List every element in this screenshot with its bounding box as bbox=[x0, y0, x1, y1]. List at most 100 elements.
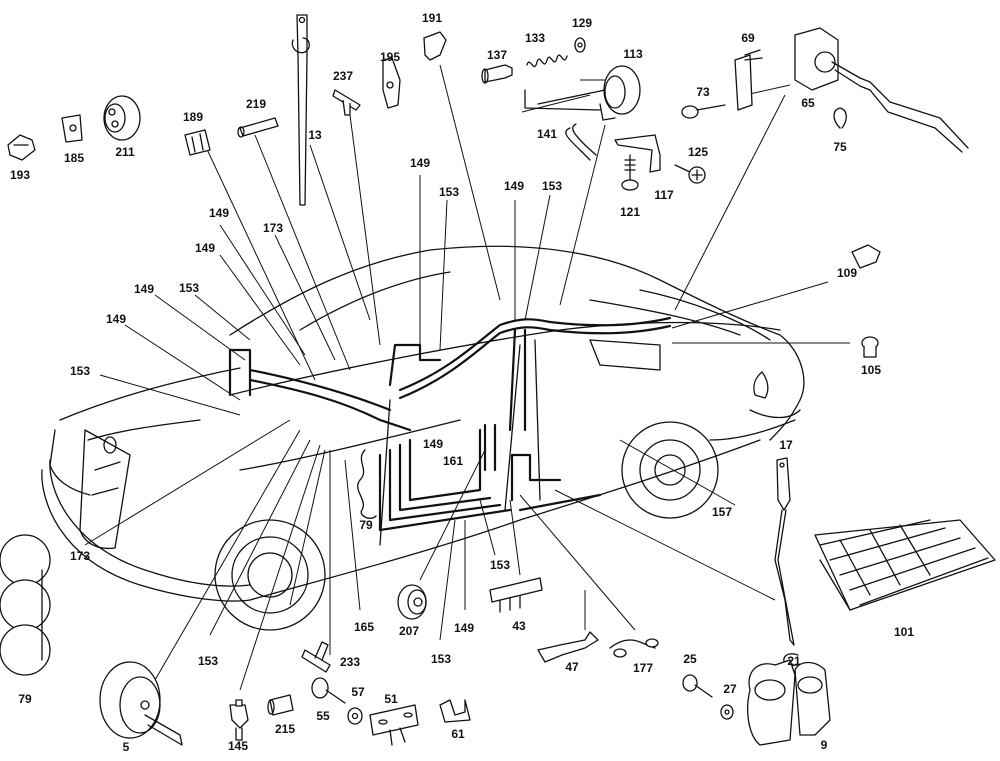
callout-69[interactable]: 69 bbox=[741, 31, 755, 45]
part-113[interactable] bbox=[524, 65, 641, 121]
part-125[interactable] bbox=[674, 164, 706, 184]
callout-25[interactable]: 25 bbox=[683, 652, 697, 666]
part-109[interactable] bbox=[851, 244, 881, 269]
callout-149-a[interactable]: 149 bbox=[105, 312, 127, 326]
callout-185[interactable]: 185 bbox=[63, 151, 85, 165]
part-207[interactable] bbox=[397, 584, 427, 620]
callout-153-d[interactable]: 149 bbox=[503, 179, 525, 193]
callout-109[interactable]: 109 bbox=[836, 266, 858, 280]
part-43[interactable] bbox=[489, 577, 543, 613]
part-79-b[interactable] bbox=[357, 449, 377, 519]
callout-79-b[interactable]: 79 bbox=[359, 518, 373, 532]
callout-9[interactable]: 9 bbox=[820, 738, 828, 752]
part-13[interactable] bbox=[291, 14, 310, 206]
callout-149-c[interactable]: 149 bbox=[194, 241, 216, 255]
callout-79-a[interactable]: 79 bbox=[18, 692, 32, 706]
callout-195[interactable]: 195 bbox=[379, 50, 401, 64]
callout-141[interactable]: 141 bbox=[536, 127, 558, 141]
part-57[interactable] bbox=[347, 707, 363, 725]
part-191[interactable] bbox=[423, 31, 447, 61]
callout-55[interactable]: 55 bbox=[316, 709, 330, 723]
callout-157[interactable]: 157 bbox=[711, 505, 733, 519]
part-215[interactable] bbox=[267, 694, 294, 716]
callout-57[interactable]: 57 bbox=[351, 685, 365, 699]
part-9[interactable] bbox=[747, 659, 831, 746]
callout-21[interactable]: 21 bbox=[787, 654, 801, 668]
callout-149-e[interactable]: 153 bbox=[438, 185, 460, 199]
part-129[interactable] bbox=[574, 37, 586, 53]
part-105[interactable] bbox=[861, 336, 879, 358]
part-75[interactable] bbox=[833, 107, 847, 129]
part-61[interactable] bbox=[439, 699, 471, 723]
part-73[interactable] bbox=[681, 104, 726, 119]
callout-189[interactable]: 189 bbox=[182, 110, 204, 124]
part-101[interactable] bbox=[814, 519, 996, 611]
callout-149-g[interactable]: 149 bbox=[422, 437, 444, 451]
callout-105[interactable]: 105 bbox=[860, 363, 882, 377]
part-145[interactable] bbox=[229, 699, 249, 741]
callout-113[interactable]: 113 bbox=[623, 47, 643, 61]
part-233[interactable] bbox=[301, 641, 331, 673]
callout-149-f[interactable]: 153 bbox=[541, 179, 563, 193]
callout-137[interactable]: 137 bbox=[486, 48, 508, 62]
part-27[interactable] bbox=[720, 704, 734, 720]
callout-153-c[interactable]: 149 bbox=[409, 156, 431, 170]
callout-211[interactable]: 211 bbox=[115, 145, 135, 159]
callout-149-d[interactable]: 149 bbox=[208, 206, 230, 220]
callout-149-h[interactable]: 149 bbox=[453, 621, 475, 635]
part-141[interactable] bbox=[565, 123, 597, 161]
callout-101[interactable]: 101 bbox=[893, 625, 915, 639]
part-237[interactable] bbox=[332, 89, 361, 116]
part-185[interactable] bbox=[61, 114, 83, 143]
part-65[interactable] bbox=[794, 27, 969, 153]
callout-17[interactable]: 17 bbox=[779, 438, 793, 452]
part-79-a[interactable] bbox=[0, 534, 51, 676]
part-193[interactable] bbox=[7, 134, 36, 161]
callout-165[interactable]: 165 bbox=[353, 620, 375, 634]
callout-43[interactable]: 43 bbox=[512, 619, 526, 633]
part-5[interactable] bbox=[99, 661, 183, 746]
callout-153-e[interactable]: 153 bbox=[197, 654, 219, 668]
part-211[interactable] bbox=[103, 95, 141, 141]
part-121[interactable] bbox=[621, 154, 639, 191]
callout-145[interactable]: 145 bbox=[227, 739, 249, 753]
callout-125[interactable]: 125 bbox=[687, 145, 709, 159]
part-133[interactable] bbox=[526, 54, 568, 68]
callout-173-a[interactable]: 173 bbox=[262, 221, 284, 235]
part-25[interactable] bbox=[682, 674, 713, 698]
part-219[interactable] bbox=[237, 117, 279, 138]
callout-153-g[interactable]: 153 bbox=[489, 558, 511, 572]
callout-161[interactable]: 161 bbox=[442, 454, 464, 468]
callout-117[interactable]: 117 bbox=[654, 188, 674, 202]
part-47[interactable] bbox=[537, 631, 599, 663]
callout-207[interactable]: 207 bbox=[398, 624, 420, 638]
part-189[interactable] bbox=[184, 129, 211, 156]
callout-215[interactable]: 215 bbox=[274, 722, 296, 736]
callout-233[interactable]: 233 bbox=[339, 655, 361, 669]
callout-121[interactable]: 121 bbox=[619, 205, 641, 219]
callout-153-b[interactable]: 153 bbox=[178, 281, 200, 295]
part-195[interactable] bbox=[382, 57, 401, 109]
part-55[interactable] bbox=[311, 677, 346, 704]
callout-193[interactable]: 193 bbox=[9, 168, 31, 182]
callout-153-f[interactable]: 153 bbox=[430, 652, 452, 666]
callout-153-a[interactable]: 153 bbox=[69, 364, 91, 378]
part-17[interactable] bbox=[774, 457, 795, 646]
callout-27[interactable]: 27 bbox=[723, 682, 737, 696]
part-117[interactable] bbox=[614, 134, 661, 173]
callout-51[interactable]: 51 bbox=[384, 692, 398, 706]
callout-191[interactable]: 191 bbox=[421, 11, 443, 25]
callout-149-b[interactable]: 149 bbox=[133, 282, 155, 296]
callout-65[interactable]: 65 bbox=[801, 96, 815, 110]
callout-177[interactable]: 177 bbox=[632, 661, 654, 675]
callout-73[interactable]: 73 bbox=[696, 85, 710, 99]
callout-5[interactable]: 5 bbox=[122, 740, 130, 754]
callout-47[interactable]: 47 bbox=[565, 660, 579, 674]
part-69[interactable] bbox=[734, 49, 763, 111]
part-137[interactable] bbox=[481, 64, 513, 84]
callout-173-b[interactable]: 173 bbox=[69, 549, 91, 563]
callout-61[interactable]: 61 bbox=[451, 727, 465, 741]
callout-219[interactable]: 219 bbox=[245, 97, 267, 111]
part-51[interactable] bbox=[369, 704, 419, 746]
callout-13[interactable]: 13 bbox=[308, 128, 322, 142]
